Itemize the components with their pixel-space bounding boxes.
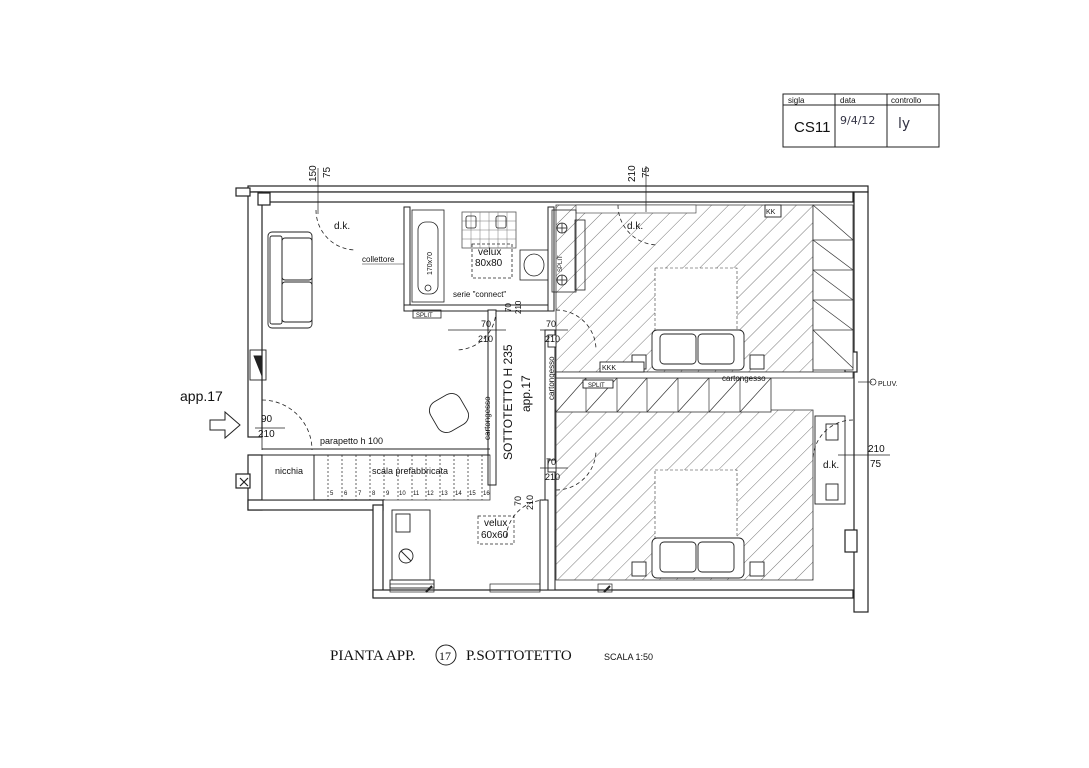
title-header-controllo: controllo: [891, 96, 922, 105]
dim-bath-door-h: 210: [514, 300, 523, 314]
label-sottotetto: SOTTOTETTO H 235: [501, 344, 515, 460]
dimension-lines: [255, 166, 890, 469]
windows-bottom: [389, 583, 613, 593]
dim-door-a-h: 210: [478, 334, 493, 344]
dim-entrance-w: 90: [261, 414, 273, 425]
dim-entrance-h: 210: [258, 429, 275, 440]
doors: [261, 204, 854, 541]
stair-step-numbers: 5 6 7 8 9 10 11 12 13 14 15 16: [330, 491, 490, 497]
label-dk-3: d.k.: [823, 460, 839, 471]
stair-step-number: 15: [469, 491, 476, 497]
hatched-zones: [555, 204, 854, 581]
title-scale: SCALA 1:50: [604, 652, 653, 662]
stair-step-number: 8: [372, 491, 376, 497]
dim-door-b-h: 210: [545, 334, 560, 344]
dim-door-b-w: 70: [546, 319, 556, 329]
stair-step-number: 5: [330, 491, 334, 497]
label-kkk: KKK: [602, 365, 616, 372]
stair-step-number: 7: [358, 491, 362, 497]
outer-walls: [235, 185, 869, 613]
bedroom-furniture: [547, 204, 846, 579]
dim-door-c-h: 210: [545, 472, 560, 482]
kitchen-unit: [391, 509, 431, 581]
dim-right-h: 75: [870, 459, 882, 470]
label-serie: serie "connect": [453, 290, 506, 299]
velux-1-frame: [471, 243, 513, 279]
unit-number-circle: [435, 644, 457, 666]
stair-step-number: 11: [413, 491, 420, 497]
bathroom: [411, 209, 586, 319]
label-kk: KK: [766, 209, 776, 216]
title-check-value: ly: [898, 116, 910, 132]
label-scala: scala prefabbricata: [372, 466, 448, 476]
stair-step-number: 10: [399, 491, 406, 497]
stair-step-number: 16: [483, 491, 490, 497]
dim-top-right-h: 75: [641, 166, 652, 178]
stair-step-number: 14: [455, 491, 462, 497]
label-app-vertical: app.17: [519, 375, 533, 412]
dim-top-right-w: 210: [627, 165, 638, 182]
label-velux-2: velux: [484, 518, 507, 529]
label-cartongesso-3: cartongesso: [722, 374, 766, 383]
toilet-sink: [519, 249, 549, 281]
sofa-left: [267, 231, 313, 329]
drawing-title: PIANTA APP. 17 P.SOTTOTETTO SCALA 1:50: [330, 644, 653, 666]
label-entrance: app.17: [180, 388, 223, 404]
label-pluv: PLUV.: [878, 381, 898, 388]
title-header-data: data: [840, 96, 856, 105]
label-collettore: collettore: [362, 255, 395, 264]
dim-top-left-h: 75: [322, 166, 333, 178]
label-velux-2-size: 60x60: [481, 530, 509, 541]
label-nicchia: nicchia: [275, 466, 303, 476]
dim-top-left-w: 150: [308, 165, 319, 182]
living-furniture: [249, 231, 470, 589]
label-dk-1: d.k.: [334, 221, 350, 232]
label-cartongesso-1: cartongesso: [483, 396, 492, 440]
dim-door-d-w: 70: [513, 496, 523, 506]
title-text-a: PIANTA APP.: [330, 648, 416, 664]
label-dk-2: d.k.: [627, 221, 643, 232]
stair-step-number: 12: [427, 491, 434, 497]
title-header-sigla: sigla: [788, 96, 805, 105]
armchair: [428, 392, 470, 434]
dim-door-c-w: 70: [546, 457, 556, 467]
label-split-3: SPLIT: [558, 255, 564, 272]
dim-door-d-h: 210: [525, 495, 535, 510]
stair-step-number: 13: [441, 491, 448, 497]
title-date-value: 9/4/12: [840, 114, 875, 127]
hob-icon: [398, 548, 414, 564]
label-split-2: SPLIT: [588, 383, 605, 389]
dim-bath-door-w: 70: [504, 303, 513, 312]
staircase: [313, 454, 491, 501]
stair-step-number: 6: [344, 491, 348, 497]
title-block: sigla data controllo CS11 9/4/12 ly: [782, 93, 940, 148]
velux-2-frame: [477, 515, 515, 545]
label-cartongesso-2: cartongesso: [547, 356, 556, 400]
label-shower-size: 170x70: [427, 252, 434, 275]
shower-tray: [411, 209, 445, 303]
entrance-arrow-icon: [209, 410, 241, 440]
label-split-1: SPLIT: [416, 313, 433, 319]
dim-right-w: 210: [868, 444, 885, 455]
downpipe-icon: [869, 378, 877, 386]
label-velux-1: velux: [478, 247, 501, 258]
title-text-b: P.SOTTOTETTO: [466, 648, 572, 664]
dim-door-a-w: 70: [481, 319, 491, 329]
label-parapetto: parapetto h 100: [320, 436, 383, 446]
title-unit-number: 17: [439, 649, 451, 663]
label-velux-1-size: 80x80: [475, 258, 503, 269]
title-sigla-value: CS11: [794, 119, 830, 136]
stair-step-number: 9: [386, 491, 390, 497]
